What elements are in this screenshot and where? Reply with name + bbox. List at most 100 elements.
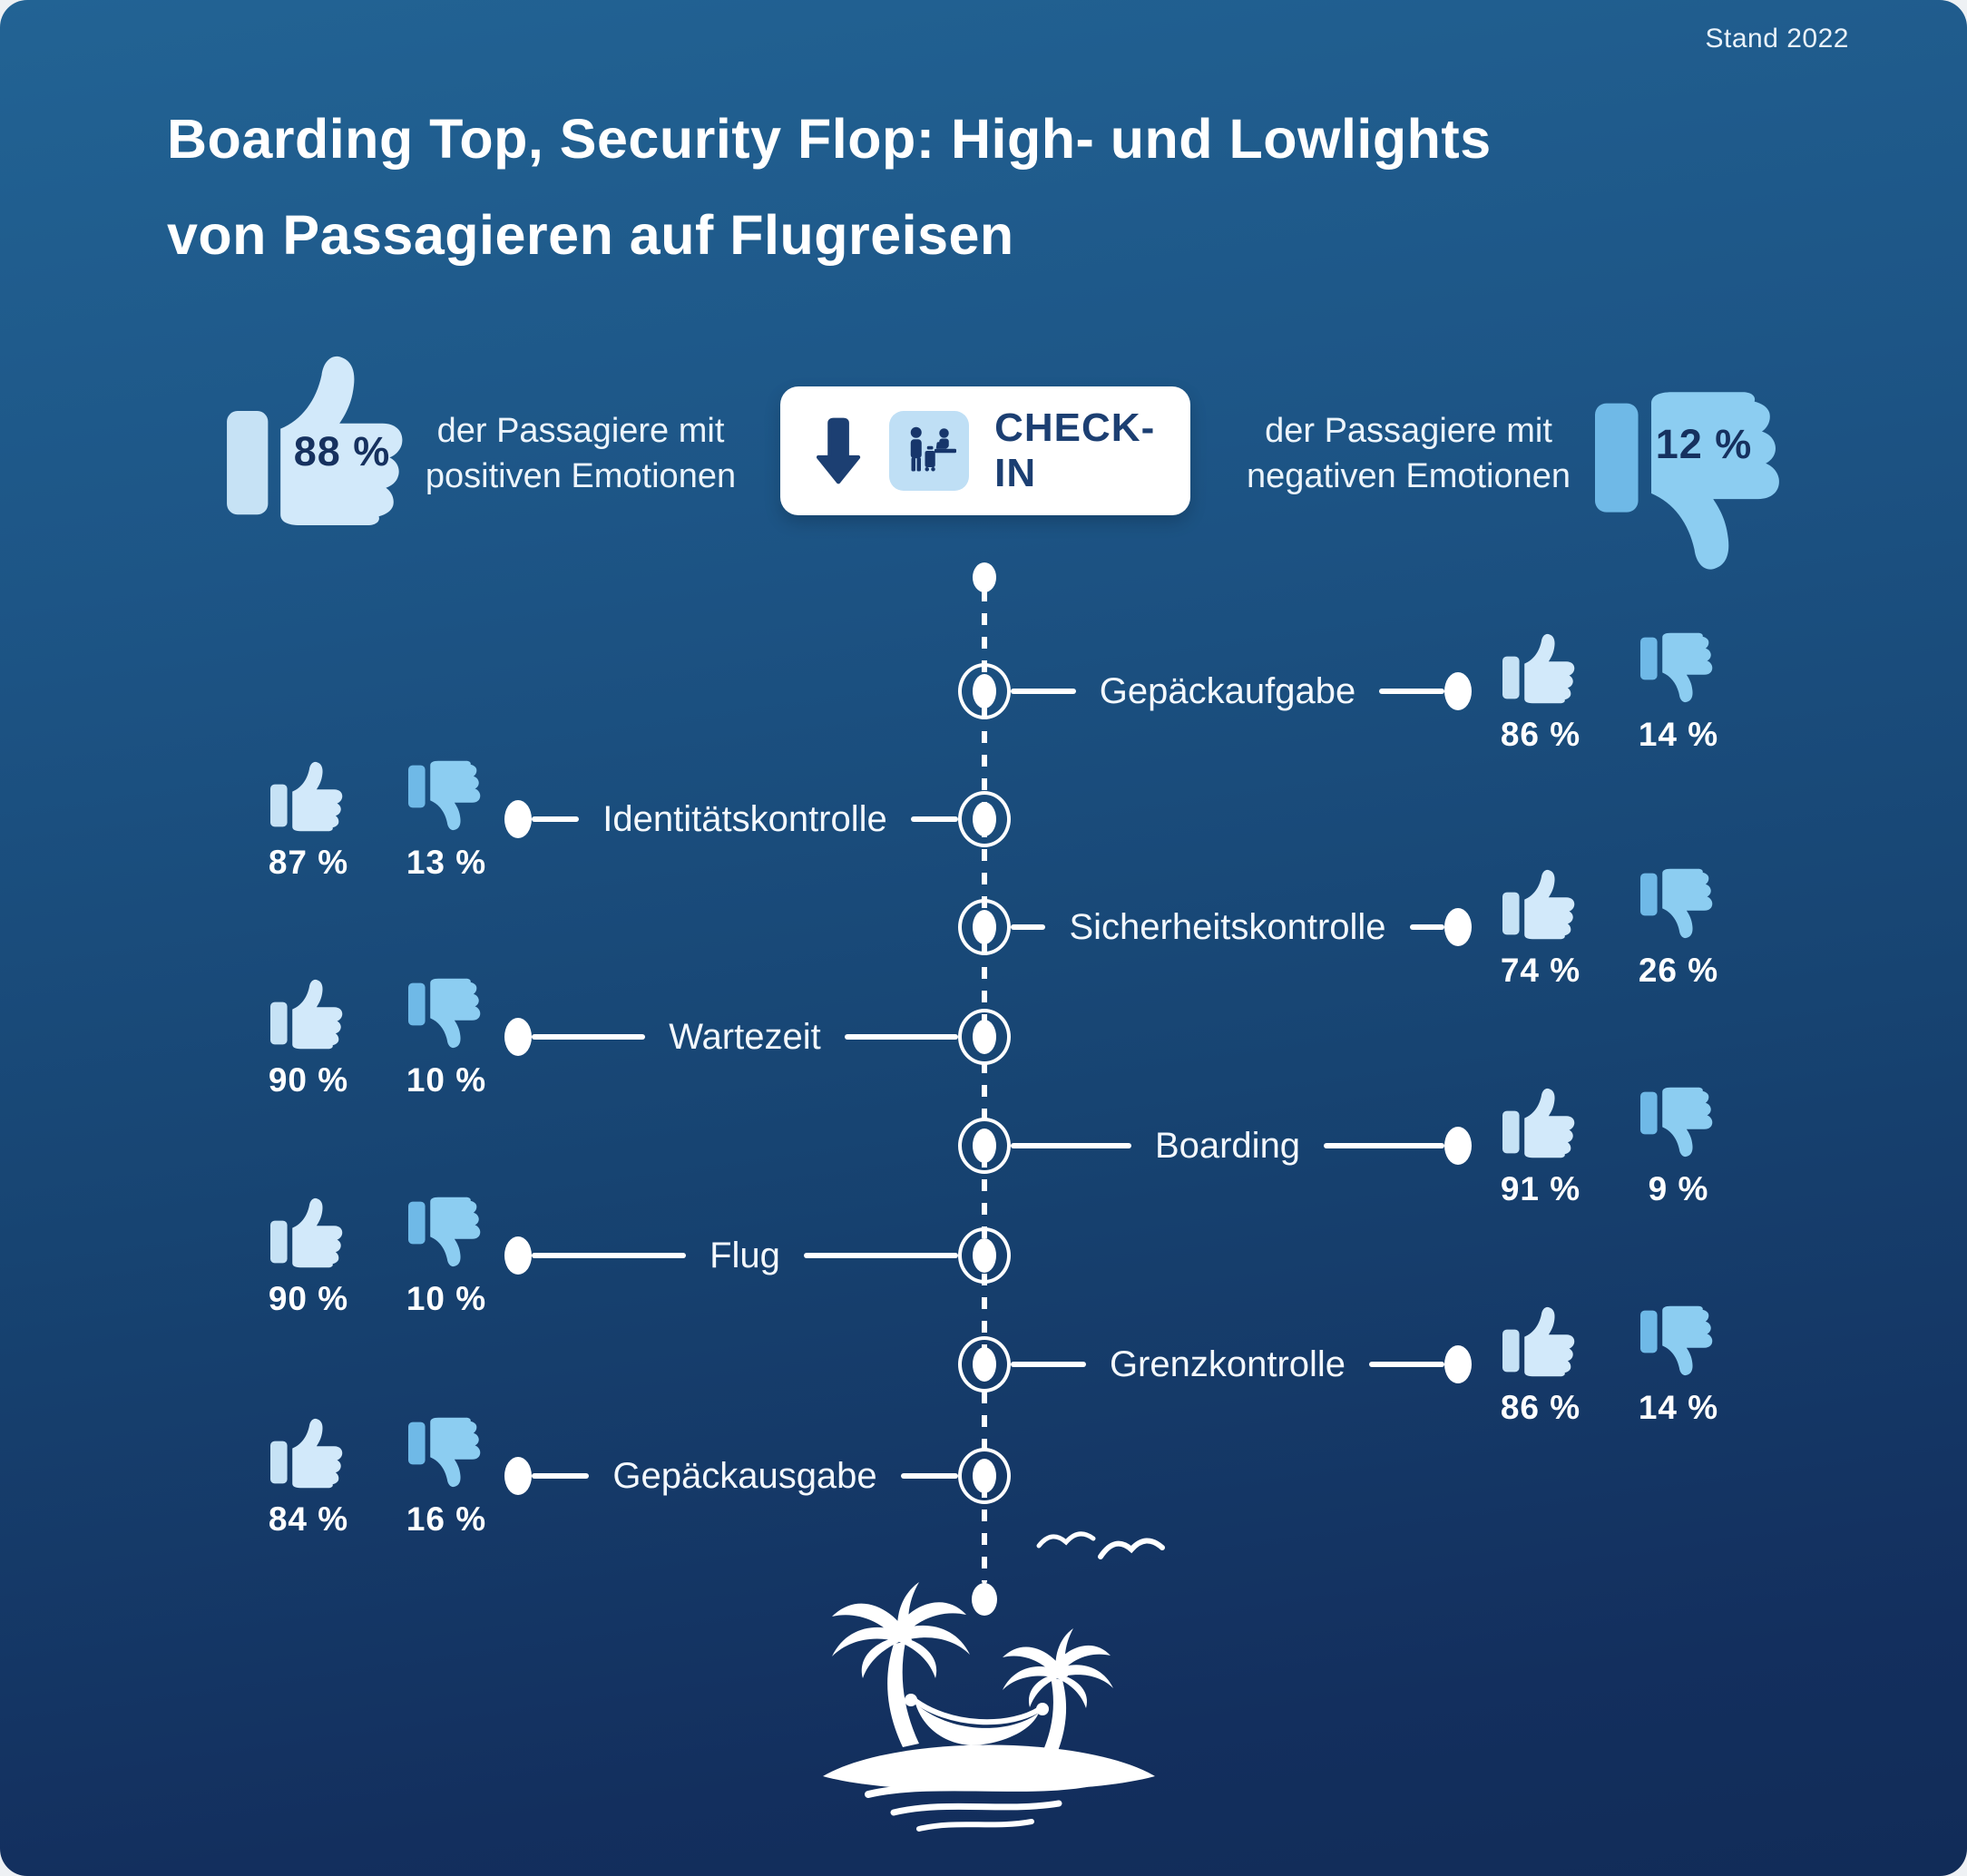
station-gepaeckaufgabe: Gepäckaufgabe 86 % 14 %	[0, 628, 1967, 764]
thumb-down-icon	[1640, 867, 1717, 941]
checkin-label: CHECK-IN	[994, 405, 1156, 495]
thumb-down-stat: 10 %	[403, 1196, 490, 1318]
station-ratings: 86 % 14 %	[1497, 1304, 1722, 1427]
timeline-node	[958, 1227, 1011, 1284]
connector: Gepäckaufgabe	[1011, 664, 1445, 718]
bird-icon	[1098, 1538, 1165, 1559]
thumb-down-stat: 14 %	[1635, 631, 1722, 754]
thumb-down-icon	[408, 1416, 484, 1490]
timeline-node	[958, 791, 1011, 847]
negative-summary: 12 %	[1595, 388, 1790, 576]
station-label: Sicherheitskontrolle	[1069, 906, 1386, 947]
station-identitaetskontrolle: 87 % 13 % Identitätskontrolle	[0, 756, 1967, 892]
thumb-up-stat: 91 %	[1497, 1086, 1584, 1208]
station-grenzkontrolle: Grenzkontrolle 86 % 14 %	[0, 1301, 1967, 1437]
connector-dot	[1444, 908, 1472, 946]
timeline-node	[958, 899, 1011, 955]
station-ratings: 74 % 26 %	[1497, 867, 1722, 990]
connector: Gepäckausgabe	[532, 1449, 959, 1503]
negative-caption: der Passagiere mit negativen Emotionen	[1246, 412, 1571, 495]
connector-dot	[504, 1018, 532, 1056]
thumb-up-icon	[1502, 1088, 1575, 1158]
connector: Identitätskontrolle	[532, 792, 959, 846]
timeline-start-dot	[973, 562, 996, 592]
station-label: Identitätskontrolle	[602, 798, 887, 839]
connector: Flug	[532, 1228, 958, 1283]
island-illustration	[823, 1531, 1165, 1832]
thumb-up-stat: 90 %	[265, 977, 352, 1099]
checkin-badge: CHECK-IN	[780, 386, 1190, 515]
station-label: Wartezeit	[669, 1016, 821, 1057]
station-wartezeit: 90 % 10 % Wartezeit	[0, 973, 1967, 1109]
negative-percentage: 12 %	[1655, 421, 1753, 467]
station-ratings: 84 % 16 %	[265, 1416, 490, 1539]
positive-summary: 88 %	[227, 350, 413, 529]
thumb-up-stat: 74 %	[1497, 867, 1584, 990]
timeline-dashed-line	[982, 590, 987, 1584]
thumb-up-icon	[1502, 1306, 1575, 1377]
connector-dot	[1444, 1127, 1472, 1165]
checkin-desk-icon	[889, 411, 970, 491]
station-label: Gepäckausgabe	[612, 1455, 877, 1496]
station-label: Flug	[709, 1235, 780, 1275]
timeline-node	[958, 1448, 1011, 1504]
station-label: Gepäckaufgabe	[1099, 670, 1356, 711]
thumb-down-icon	[408, 759, 484, 833]
title-line-2: von Passagieren auf Flugreisen	[167, 204, 1014, 266]
timeline-node	[958, 1336, 1011, 1392]
thumb-down-stat: 10 %	[403, 977, 490, 1099]
stand-date: Stand 2022	[1705, 24, 1849, 54]
thumb-down-stat: 14 %	[1635, 1304, 1722, 1427]
connector: Grenzkontrolle	[1011, 1337, 1444, 1392]
thumb-up-icon	[270, 979, 343, 1050]
thumb-down-icon	[1640, 1304, 1717, 1378]
thumb-down-icon	[1595, 388, 1790, 576]
station-label: Grenzkontrolle	[1109, 1343, 1346, 1384]
connector-dot	[1444, 672, 1472, 710]
positive-percentage: 88 %	[293, 428, 391, 474]
thumb-up-stat: 86 %	[1497, 1304, 1584, 1427]
thumb-down-stat: 26 %	[1635, 867, 1722, 990]
connector-dot	[1444, 1345, 1472, 1383]
thumb-down-icon	[408, 1196, 484, 1269]
timeline-node	[958, 1118, 1011, 1174]
connector-dot	[504, 1457, 532, 1495]
connector-dot	[504, 800, 532, 838]
station-label: Boarding	[1154, 1125, 1301, 1166]
thumb-up-icon	[1502, 869, 1575, 940]
station-ratings: 87 % 13 %	[265, 759, 490, 882]
station-flug: 90 % 10 % Flug	[0, 1192, 1967, 1328]
thumb-up-stat: 87 %	[265, 759, 352, 882]
thumb-up-stat: 90 %	[265, 1196, 352, 1318]
thumb-down-icon	[1640, 1086, 1717, 1159]
thumb-up-icon	[1502, 633, 1575, 704]
station-ratings: 90 % 10 %	[265, 1196, 490, 1318]
connector: Boarding	[1011, 1119, 1444, 1173]
title-line-1: Boarding Top, Security Flop: High- und L…	[167, 108, 1492, 170]
station-ratings: 90 % 10 %	[265, 977, 490, 1099]
station-ratings: 86 % 14 %	[1497, 631, 1722, 754]
arrow-down-icon	[816, 417, 861, 484]
bird-icon	[1036, 1531, 1096, 1549]
thumb-up-icon	[270, 1418, 343, 1489]
timeline-end-dot	[972, 1583, 997, 1616]
thumb-up-stat: 84 %	[265, 1416, 352, 1539]
station-sicherheitskontrolle: Sicherheitskontrolle 74 % 26 %	[0, 864, 1967, 1000]
station-gepaeckausgabe: 84 % 16 % Gepäckausgabe	[0, 1412, 1967, 1549]
connector-dot	[504, 1236, 532, 1275]
positive-caption: der Passagiere mit positiven Emotionen	[425, 412, 737, 495]
thumb-down-stat: 13 %	[403, 759, 490, 882]
thumb-down-icon	[1640, 631, 1717, 705]
station-boarding: Boarding 91 % 9 %	[0, 1082, 1967, 1218]
thumb-up-icon	[270, 1197, 343, 1268]
thumb-down-stat: 9 %	[1635, 1086, 1722, 1208]
thumb-down-icon	[408, 977, 484, 1050]
thumb-up-stat: 86 %	[1497, 631, 1584, 754]
page-title: Boarding Top, Security Flop: High- und L…	[167, 91, 1492, 283]
station-ratings: 91 % 9 %	[1497, 1086, 1722, 1208]
connector: Wartezeit	[532, 1010, 959, 1064]
thumb-up-icon	[270, 761, 343, 832]
thumb-down-stat: 16 %	[403, 1416, 490, 1539]
timeline-node	[958, 1009, 1011, 1065]
